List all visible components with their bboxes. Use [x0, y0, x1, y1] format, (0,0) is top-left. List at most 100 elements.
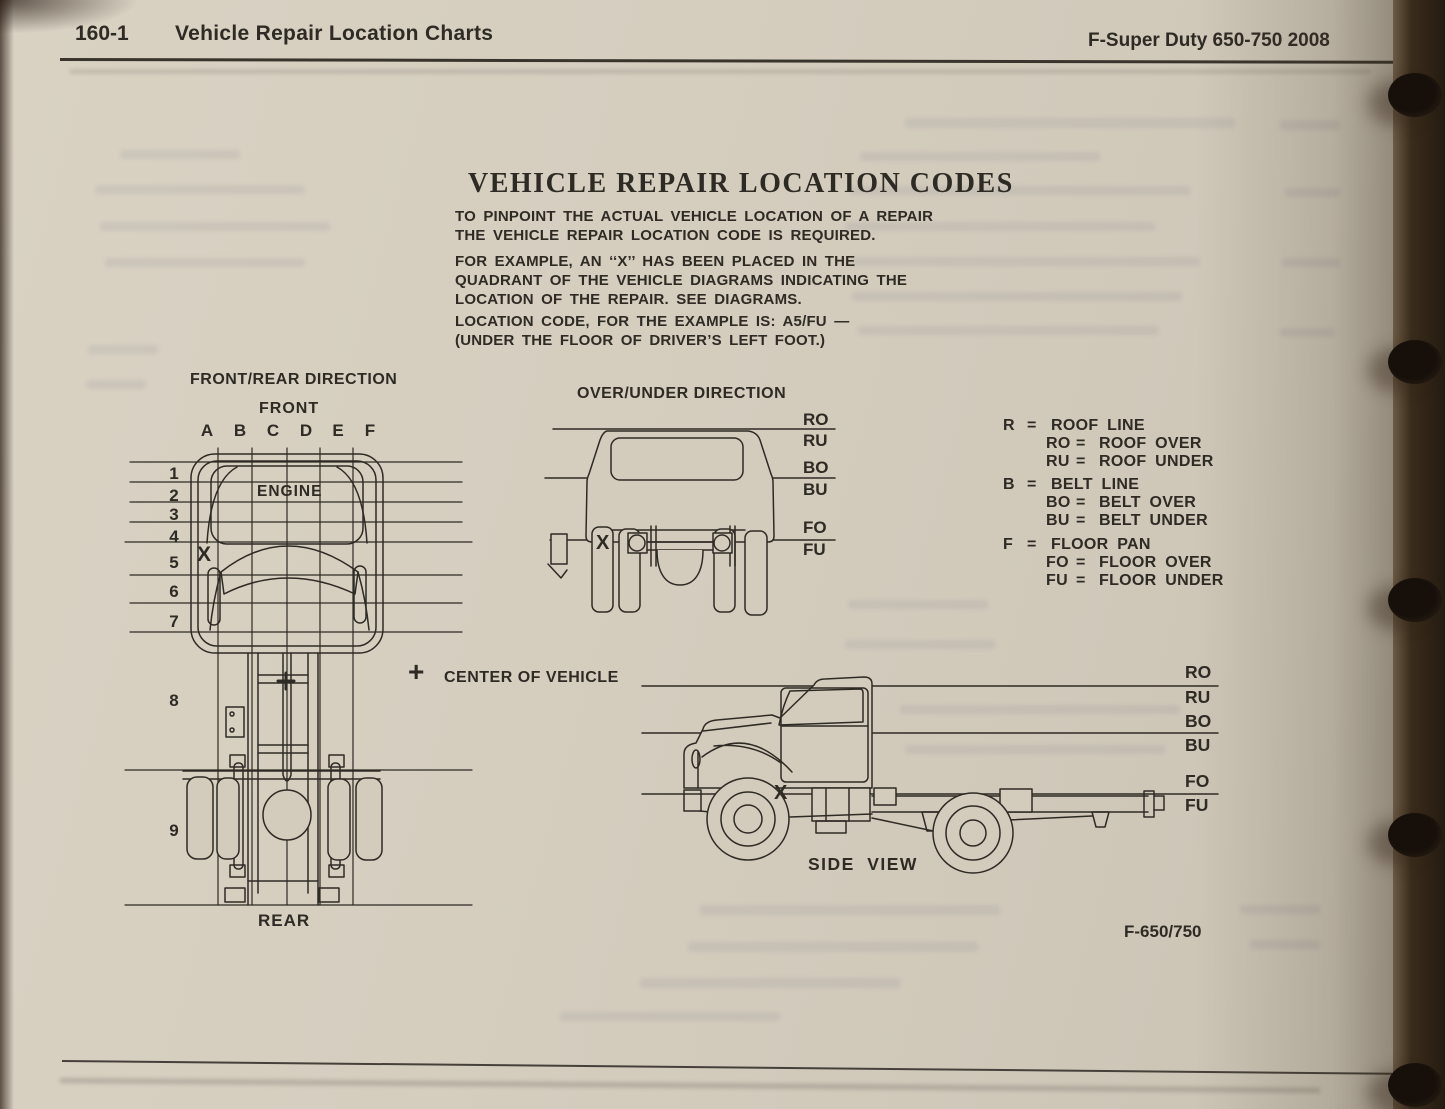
- legend-code: RU: [1046, 453, 1070, 470]
- bleedthrough-smudge: [860, 152, 1100, 161]
- intro-paragraph-2: FOR EXAMPLE, AN ‘‘X’’ HAS BEEN PLACED IN…: [455, 253, 908, 308]
- side-view-label-fo: FO: [1185, 771, 1210, 791]
- bleedthrough-smudge: [100, 222, 330, 231]
- bleedthrough-smudge: [86, 380, 146, 389]
- legend-line-fu: FU = FLOOR UNDER: [1046, 572, 1224, 590]
- equals-sign: =: [1076, 453, 1086, 470]
- top-view-title: FRONT/REAR DIRECTION: [190, 371, 398, 388]
- top-view-column-c: C: [266, 421, 280, 440]
- binder-hole: [1388, 1063, 1442, 1107]
- bleedthrough-smudge: [95, 185, 305, 194]
- legend-code: BU: [1046, 512, 1070, 529]
- bleedthrough-smudge: [120, 150, 240, 159]
- bleedthrough-smudge: [1282, 258, 1340, 267]
- side-view-label-bu: BU: [1185, 735, 1211, 755]
- header-rule-ghost: [70, 70, 1370, 73]
- equals-sign: =: [1076, 494, 1086, 511]
- binder-hole: [1388, 340, 1442, 384]
- intro-paragraph-1: TO PINPOINT THE ACTUAL VEHICLE LOCATION …: [455, 208, 934, 244]
- legend-code: BO: [1046, 494, 1071, 511]
- bleedthrough-smudge: [700, 905, 1000, 915]
- bleedthrough-smudge: [640, 978, 900, 988]
- equals-sign: =: [1027, 476, 1037, 493]
- top-view-row-9: 9: [169, 821, 179, 840]
- rear-view-label-bu: BU: [803, 480, 828, 499]
- top-view-truck-frame: [182, 652, 383, 906]
- equals-sign: =: [1076, 572, 1086, 589]
- equals-sign: =: [1076, 512, 1086, 529]
- rear-view-label-fo: FO: [803, 518, 827, 537]
- center-of-vehicle-symbol: +: [408, 656, 425, 687]
- edition-label: F-Super Duty 650-750 2008: [1088, 30, 1330, 51]
- side-view-drawing: [641, 676, 1219, 874]
- legend-code: R: [1003, 417, 1015, 434]
- top-view-column-a: A: [200, 421, 214, 440]
- top-view-row-3: 3: [169, 505, 179, 524]
- bleedthrough-smudge: [900, 705, 1180, 714]
- legend-name: BELT LINE: [1051, 476, 1140, 493]
- bleedthrough-smudge: [1280, 328, 1335, 337]
- rear-view-drawing: [544, 428, 836, 616]
- top-view-row-6: 6: [169, 582, 179, 601]
- binder-hole: [1388, 578, 1442, 622]
- top-view-x-marker: X: [197, 543, 212, 566]
- legend-code: FU: [1046, 572, 1068, 589]
- bleedthrough-smudge: [850, 186, 1190, 195]
- equals-sign: =: [1027, 536, 1037, 553]
- rear-view-label-fu: FU: [803, 540, 826, 559]
- legend-name: BELT OVER: [1099, 494, 1197, 511]
- legend-line-fo: FO=FLOOR OVER: [1046, 554, 1212, 572]
- top-view-engine-label: ENGINE: [257, 483, 323, 500]
- top-view-rear-label: REAR: [258, 911, 311, 930]
- legend-name: ROOF OVER: [1099, 435, 1202, 452]
- legend-code: B: [1003, 476, 1015, 493]
- top-view-row-4: 4: [169, 527, 179, 546]
- footer-rule-ghost: [59, 1078, 1320, 1093]
- legend-name: ROOF UNDER: [1099, 453, 1214, 470]
- intro-paragraph-3: LOCATION CODE, FOR THE EXAMPLE IS: A5/FU…: [455, 313, 850, 349]
- legend-line-ro: RO=ROOF OVER: [1046, 435, 1202, 453]
- model-label: F-650/750: [1124, 922, 1202, 941]
- equals-sign: =: [1076, 435, 1086, 452]
- top-view-row-1: 1: [169, 464, 179, 483]
- legend-line-f: F=FLOOR PAN: [1003, 536, 1151, 554]
- bleedthrough-smudge: [105, 258, 305, 267]
- rear-view-x-marker: X: [596, 532, 610, 554]
- center-of-vehicle-label: CENTER OF VEHICLE: [444, 669, 619, 686]
- bleedthrough-smudge: [858, 326, 1158, 335]
- page-edge: [1393, 0, 1445, 1109]
- rear-view-label-ru: RU: [803, 431, 828, 450]
- bleedthrough-smudge: [88, 345, 158, 354]
- top-view-column-b: B: [233, 421, 247, 440]
- rear-view-label-bo: BO: [803, 458, 829, 477]
- legend-code: F: [1003, 536, 1014, 553]
- side-view-label-ro: RO: [1185, 662, 1212, 682]
- bleedthrough-smudge: [688, 942, 978, 952]
- top-view-row-8: 8: [169, 691, 179, 710]
- rear-view-truck: [547, 430, 775, 616]
- bleedthrough-smudge: [1250, 940, 1320, 949]
- side-view-x-marker: X: [774, 782, 788, 804]
- binder-hole: [1388, 73, 1442, 117]
- rear-view-label-ro: RO: [803, 410, 829, 429]
- side-view-label-bo: BO: [1185, 711, 1212, 731]
- bleedthrough-smudge: [848, 600, 988, 609]
- legend-name: ROOF LINE: [1051, 417, 1145, 434]
- bleedthrough-smudge: [1240, 905, 1320, 914]
- legend-line-b: B = BELT LINE: [1003, 476, 1139, 494]
- side-view-label-fu: FU: [1185, 795, 1209, 815]
- chapter-title: Vehicle Repair Location Charts: [175, 22, 494, 45]
- legend-line-ru: RU = ROOF UNDER: [1046, 453, 1214, 471]
- legend-code: FO: [1046, 554, 1069, 571]
- bleedthrough-smudge: [845, 222, 1155, 231]
- top-view-row-7: 7: [169, 612, 179, 631]
- top-view-truck-cab: [190, 453, 384, 654]
- bleedthrough-smudge: [845, 640, 995, 649]
- side-view-label-ru: RU: [1185, 687, 1211, 707]
- page-left-edge: [0, 0, 14, 1109]
- legend-name: FLOOR UNDER: [1099, 572, 1224, 589]
- legend-line-bu: BU=BELT UNDER: [1046, 512, 1208, 530]
- top-view-column-d: D: [299, 421, 313, 440]
- equals-sign: =: [1027, 417, 1037, 434]
